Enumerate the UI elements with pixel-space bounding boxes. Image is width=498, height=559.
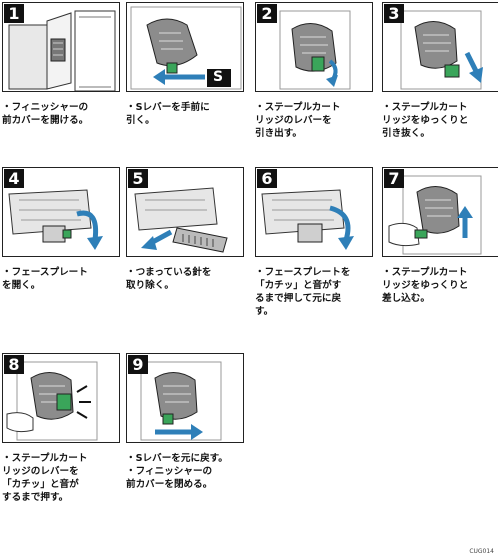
step-7-illustration: 7 xyxy=(382,167,498,257)
step-number: 5 xyxy=(128,169,148,188)
step-9-caption: ・Sレバーを元に戻す。 ・フィニッシャーの 前カバーを閉める。 xyxy=(126,453,228,490)
step-2-caption: ・ステープルカート リッジのレバーを 引き出す。 xyxy=(255,102,341,139)
step-1b-illustration: S xyxy=(126,2,244,92)
step-6-illustration: 6 xyxy=(255,167,373,257)
push-lever-drawing xyxy=(6,361,98,441)
step-number: 8 xyxy=(4,355,24,374)
step-number: 2 xyxy=(257,4,277,23)
s-lever-drawing xyxy=(130,6,242,90)
step-9-illustration: 9 xyxy=(126,353,244,443)
step-1-illustration: 1 xyxy=(2,2,120,92)
step-5-illustration: 5 xyxy=(126,167,244,257)
step-6-caption: ・フェースプレートを 「カチッ」と音がす るまで押して元に戻 す。 xyxy=(255,267,351,317)
step-3-caption: ・ステープルカート リッジをゆっくりと 引き抜く。 xyxy=(382,102,469,139)
step-2-illustration: 2 xyxy=(255,2,373,92)
step-3-illustration: 3 xyxy=(382,2,498,92)
step-8-caption: ・ステープルカート リッジのレバーを 「カチッ」と音が するまで押す。 xyxy=(2,453,88,503)
figure-code: CUG014 xyxy=(469,548,494,555)
step-number: 1 xyxy=(4,4,24,23)
return-s-lever-drawing xyxy=(140,361,222,441)
step-4-illustration: 4 xyxy=(2,167,120,257)
step-1-caption: ・フィニッシャーの 前カバーを開ける。 xyxy=(2,102,89,126)
step-number: 4 xyxy=(4,169,24,188)
step-7-caption: ・ステープルカート リッジをゆっくりと 差し込む。 xyxy=(382,267,469,304)
face-plate-close-drawing xyxy=(261,189,354,250)
step-1b-caption: ・Sレバーを手前に 引く。 xyxy=(126,102,210,126)
step-number: 7 xyxy=(384,169,404,188)
step-5-caption: ・つまっている針を 取り除く。 xyxy=(126,267,212,291)
step-number: 6 xyxy=(257,169,277,188)
cartridge-pull-drawing xyxy=(400,10,483,90)
finisher-open-cover-drawing xyxy=(8,10,116,91)
s-lever-badge: S xyxy=(213,69,224,85)
step-4-caption: ・フェースプレート を開く。 xyxy=(2,267,88,291)
cartridge-lever-drawing xyxy=(279,10,351,90)
step-number: 9 xyxy=(128,355,148,374)
step-8-illustration: 8 xyxy=(2,353,120,443)
face-plate-open-drawing xyxy=(8,189,103,250)
remove-staples-drawing xyxy=(134,187,228,253)
step-number: 3 xyxy=(384,4,404,23)
insert-cartridge-drawing xyxy=(388,175,482,255)
